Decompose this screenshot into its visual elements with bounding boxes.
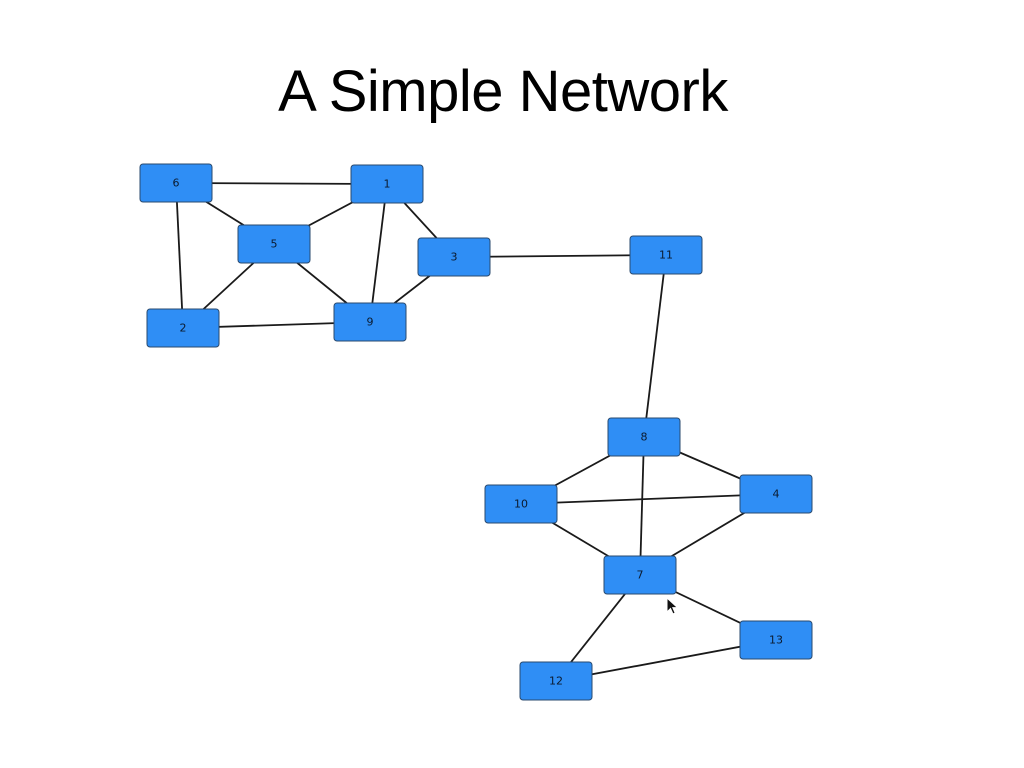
node-box-10	[484, 484, 558, 524]
node-2: 2	[146, 308, 220, 348]
node-label-1: 1	[384, 178, 391, 191]
slide-title: A Simple Network	[278, 59, 728, 124]
node-label-6: 6	[173, 177, 180, 190]
node-13: 13	[739, 620, 813, 660]
node-box-8	[607, 417, 681, 457]
node-box-9	[333, 302, 407, 342]
node-box-12	[519, 661, 593, 701]
node-label-11: 11	[659, 249, 673, 262]
node-4: 4	[739, 474, 813, 514]
edge-10-4	[520, 493, 777, 505]
node-box-7	[603, 555, 677, 595]
node-label-3: 3	[451, 251, 458, 264]
node-box-1	[350, 164, 424, 204]
nodes-layer: 6 1 5 3 11 2 9 8 10 4 7 13 12	[139, 163, 813, 701]
node-8: 8	[607, 417, 681, 457]
node-box-2	[146, 308, 220, 348]
node-box-5	[237, 224, 311, 264]
node-box-11	[629, 235, 703, 275]
node-label-10: 10	[514, 498, 528, 511]
edge-11-8	[643, 254, 667, 438]
node-box-13	[739, 620, 813, 660]
node-box-4	[739, 474, 813, 514]
edge-8-7	[639, 436, 645, 576]
node-7: 7	[603, 555, 677, 595]
edge-12-13	[555, 639, 777, 682]
node-9: 9	[333, 302, 407, 342]
edge-6-2	[175, 182, 184, 329]
node-label-8: 8	[641, 431, 648, 444]
node-label-2: 2	[180, 322, 187, 335]
node-label-4: 4	[773, 488, 780, 501]
node-label-9: 9	[367, 316, 374, 329]
node-label-5: 5	[271, 238, 278, 251]
node-label-7: 7	[637, 569, 644, 582]
node-6: 6	[139, 163, 213, 203]
node-label-13: 13	[769, 634, 783, 647]
node-box-6	[139, 163, 213, 203]
node-1: 1	[350, 164, 424, 204]
node-11: 11	[629, 235, 703, 275]
node-12: 12	[519, 661, 593, 701]
node-3: 3	[417, 237, 491, 277]
node-10: 10	[484, 484, 558, 524]
node-label-12: 12	[549, 675, 563, 688]
node-5: 5	[237, 224, 311, 264]
edge-1-9	[369, 183, 388, 323]
mouse-pointer-icon	[666, 597, 679, 615]
node-box-3	[417, 237, 491, 277]
